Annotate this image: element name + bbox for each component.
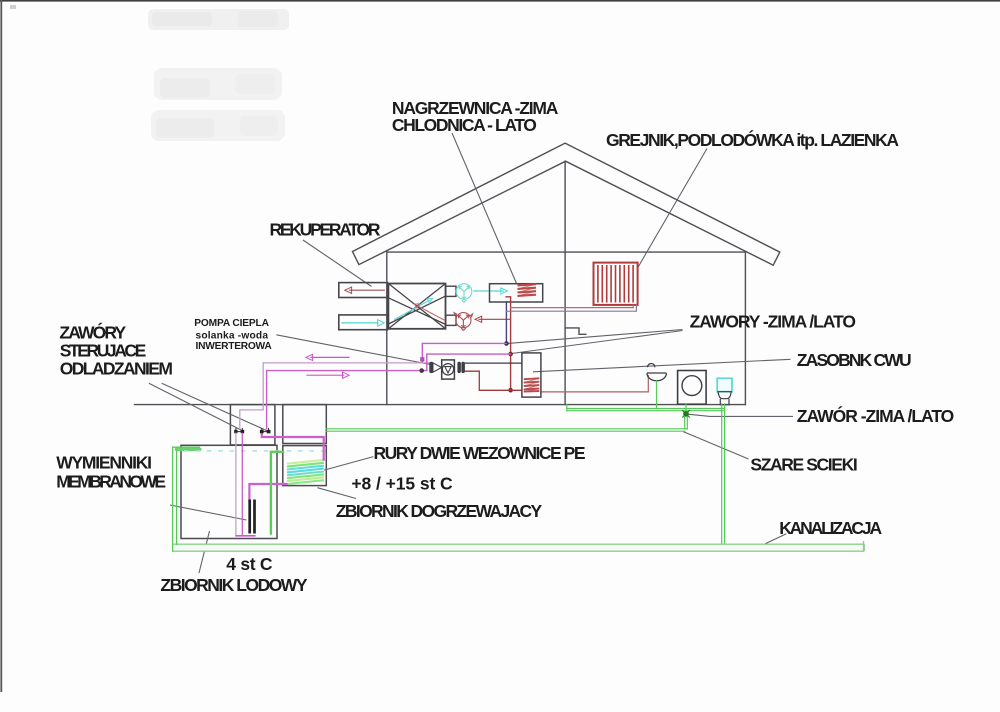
svg-text:POMPA CIEPLA: POMPA CIEPLA [194, 318, 269, 329]
svg-text:STERUJACE: STERUJACE [60, 341, 147, 361]
svg-text:ZBIORNIK LODOWY: ZBIORNIK LODOWY [160, 575, 307, 595]
svg-text:ZAWÓR -ZIMA /LATO: ZAWÓR -ZIMA /LATO [797, 405, 955, 426]
svg-text:solanka -woda: solanka -woda [196, 331, 269, 342]
svg-text:ODLADZANIEM: ODLADZANIEM [60, 359, 173, 379]
svg-text:WYMIENNIKI: WYMIENNIKI [56, 453, 152, 473]
svg-text:CHLODNICA - LATO: CHLODNICA - LATO [392, 115, 537, 135]
svg-text:ZAWÓRY: ZAWÓRY [59, 322, 126, 343]
svg-text:INWERTEROWA: INWERTEROWA [196, 341, 273, 352]
svg-text:MEMBRANOWE: MEMBRANOWE [56, 471, 166, 491]
svg-text:ZASOBNK CWU: ZASOBNK CWU [797, 350, 912, 370]
svg-text:GREJNIK,PODLODÓWKA itp. LAZIEN: GREJNIK,PODLODÓWKA itp. LAZIENKA [606, 129, 899, 150]
svg-text:4 st C: 4 st C [226, 554, 273, 574]
svg-text:ZAWORY -ZIMA /LATO: ZAWORY -ZIMA /LATO [690, 312, 856, 332]
svg-text:REKUPERATOR: REKUPERATOR [270, 219, 381, 239]
svg-text:KANALIZACJA: KANALIZACJA [779, 518, 882, 538]
svg-text:SZARE SCIEKI: SZARE SCIEKI [750, 455, 857, 475]
svg-text:NAGRZEWNICA -ZIMA: NAGRZEWNICA -ZIMA [392, 98, 559, 118]
svg-text:RURY DWIE WEZOWNICE PE: RURY DWIE WEZOWNICE PE [374, 443, 586, 463]
svg-text:+8 / +15 st C: +8 / +15 st C [351, 474, 453, 494]
svg-text:ZBIORNIK DOGRZEWAJACY: ZBIORNIK DOGRZEWAJACY [336, 501, 543, 521]
